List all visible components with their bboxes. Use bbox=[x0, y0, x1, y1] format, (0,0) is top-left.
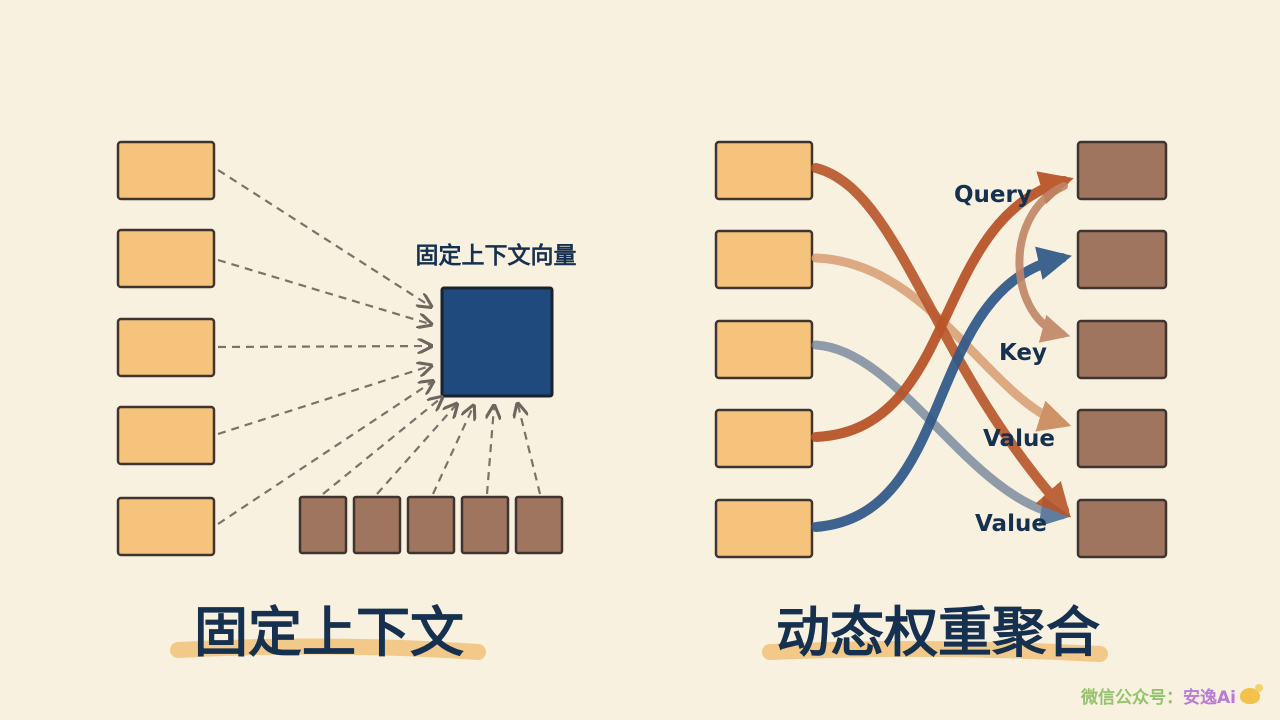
query-label: Query bbox=[954, 182, 1032, 208]
token-box-3 bbox=[406, 495, 456, 555]
curved-arrow-icon bbox=[811, 163, 1074, 532]
left-panel: 固定上下文向量 固定上下文 bbox=[116, 140, 577, 664]
query-input-box-3 bbox=[714, 319, 814, 380]
output-box-4 bbox=[1076, 408, 1168, 469]
input-box-5 bbox=[116, 496, 216, 557]
right-panel-title: 动态权重聚合 bbox=[776, 601, 1100, 664]
query-input-box-1 bbox=[714, 140, 814, 201]
query-input-box-5 bbox=[714, 498, 814, 559]
value-label-2: Value bbox=[975, 511, 1047, 537]
query-input-box-4 bbox=[714, 408, 814, 469]
key-label: Key bbox=[999, 340, 1047, 366]
right-panel: Query Key Value Value 动态权重聚合 bbox=[714, 140, 1168, 664]
input-box-3 bbox=[116, 317, 216, 378]
context-vector-box bbox=[440, 286, 554, 398]
right-title-highlight bbox=[762, 640, 1108, 662]
token-box-1 bbox=[298, 495, 348, 555]
watermark-prefix: 微信公众号： bbox=[1081, 688, 1184, 708]
output-box-3 bbox=[1076, 319, 1168, 380]
output-box-1 bbox=[1076, 140, 1168, 201]
input-box-2 bbox=[116, 228, 216, 289]
output-box-5 bbox=[1076, 498, 1168, 559]
token-box-4 bbox=[460, 495, 510, 555]
input-box-4 bbox=[116, 405, 216, 466]
watermark-name: 安逸Ai bbox=[1183, 688, 1236, 708]
chick-icon bbox=[1240, 683, 1263, 704]
token-box-5 bbox=[514, 495, 564, 555]
context-vector-label: 固定上下文向量 bbox=[416, 242, 577, 269]
dashed-arrow-icon bbox=[217, 169, 542, 525]
input-box-1 bbox=[116, 140, 216, 201]
output-box-2 bbox=[1076, 229, 1168, 290]
query-input-box-2 bbox=[714, 229, 814, 290]
left-title-highlight bbox=[170, 638, 486, 660]
left-panel-title: 固定上下文 bbox=[194, 601, 464, 664]
value-label-1: Value bbox=[983, 426, 1055, 452]
watermark: 微信公众号： 安逸Ai bbox=[1081, 683, 1263, 708]
token-box-2 bbox=[352, 495, 402, 555]
